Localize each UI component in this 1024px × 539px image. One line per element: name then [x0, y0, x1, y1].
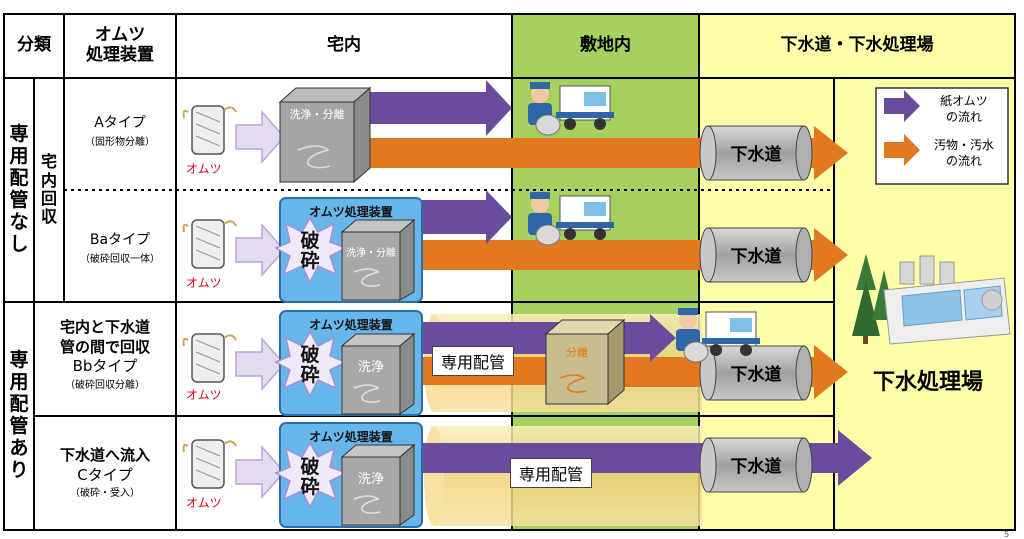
type-bb-label: 宅内と下水道 管の間で回収 Bbタイプ （破砕回収分離） — [34, 318, 176, 391]
wash-unit-c-label: 洗浄 — [357, 472, 384, 487]
sewer-label-ba: 下水道 — [730, 247, 782, 267]
type-c-name: Cタイプ — [77, 465, 133, 484]
entry-arrow-ba — [235, 223, 285, 277]
wash-unit-c — [340, 443, 416, 526]
legend-box — [875, 87, 1009, 185]
entry-arrows — [235, 110, 285, 499]
type-c-title: 下水道へ流入 — [59, 446, 150, 464]
omutsu-label-bb: オムツ — [186, 388, 222, 402]
paper-arrow-ba — [420, 190, 512, 244]
type-ba-name: Baタイプ — [89, 232, 151, 248]
sewer-pipe-ba — [699, 227, 813, 283]
wash-unit-bb — [340, 332, 416, 415]
separator-unit-label: 分離 — [566, 346, 588, 359]
crusher-bursts — [274, 216, 348, 509]
wash-unit-a — [278, 86, 372, 184]
paper-arrow-a — [370, 80, 512, 136]
type-a-sub: （固形物分離） — [85, 136, 155, 148]
omutsu-label-c: オムツ — [186, 496, 222, 510]
header-device: オムツ 処理装置 — [86, 25, 154, 65]
entry-arrow-c — [235, 445, 285, 499]
header-site: 敷地内 — [580, 35, 631, 56]
wash-unit-bb-label: 洗浄 — [357, 360, 384, 375]
type-bb-sub: （破砕回収分離） — [65, 379, 145, 391]
sewer-pipe-a — [699, 125, 813, 181]
type-c-sub: （破砕・受入） — [70, 488, 140, 500]
diaper-icon-bb — [182, 333, 237, 383]
type-c-label: 下水道へ流入 Cタイプ （破砕・受入） — [34, 446, 176, 499]
page-number: 5 — [1004, 530, 1010, 539]
type-bb-name: Bbタイプ — [72, 357, 138, 375]
sewer-label-c: 下水道 — [730, 457, 782, 477]
sewer-label-a: 下水道 — [730, 145, 782, 165]
dedicated-pipe-label-bb: 専用配管 — [432, 346, 515, 376]
sewer-pipes — [699, 125, 813, 493]
group-with-pipe: 専用配管あり — [9, 349, 29, 481]
legend-waste-label: 汚物・汚水 の流れ — [933, 138, 994, 168]
type-ba-sub: （破砕回収一体） — [80, 253, 160, 265]
machine-title-ba: オムツ処理装置 — [309, 205, 393, 219]
truck-icon-bb — [676, 308, 760, 363]
dedicated-pipe-label-c: 専用配管 — [510, 458, 593, 488]
wash-unit-ba — [340, 218, 416, 301]
legend-waste-arrow — [884, 134, 920, 166]
truck-icon-a — [528, 82, 614, 136]
wash-unit-a-label: 洗浄・分離 — [289, 108, 345, 121]
treatment-plant-label: 下水処理場 — [872, 370, 983, 395]
machine-title-bb: オムツ処理装置 — [309, 318, 393, 332]
crush-label-bb: 破 砕 — [300, 344, 320, 386]
diaper-icon-c — [182, 439, 237, 489]
omutsu-label-ba: オムツ — [186, 276, 222, 290]
group-no-pipe: 専用配管なし — [9, 123, 29, 255]
treatment-plant-illustration — [852, 254, 1011, 345]
omutsu-label-a: オムツ — [186, 162, 222, 176]
type-bb-title: 宅内と下水道 管の間で回収 — [59, 318, 150, 356]
wash-units — [278, 86, 626, 526]
legend-paper-arrow — [884, 90, 920, 122]
diaper-icons — [182, 105, 237, 489]
wash-unit-ba-label: 洗浄・分離 — [346, 248, 396, 259]
crusher-burst-bb — [274, 330, 348, 398]
legend-paper-label: 紙オムツ の流れ — [940, 94, 988, 124]
diaper-icon-a — [182, 105, 237, 155]
group-in-home: 宅内回収 — [40, 152, 57, 227]
crusher-burst-c — [274, 441, 348, 509]
type-ba-label: Baタイプ （破砕回収一体） — [64, 232, 176, 265]
diaper-icon-ba — [182, 219, 237, 269]
truck-icon-ba — [528, 192, 614, 246]
header-home: 宅内 — [327, 35, 361, 56]
separator-unit-bb — [544, 318, 626, 406]
header-category: 分類 — [17, 35, 51, 56]
header-sewer: 下水道・下水処理場 — [780, 35, 934, 56]
sewer-pipe-c — [699, 437, 813, 493]
machine-title-c: オムツ処理装置 — [309, 430, 393, 444]
type-a-label: Aタイプ （固形物分離） — [64, 115, 176, 148]
type-a-name: Aタイプ — [94, 115, 146, 131]
entry-arrow-a — [235, 110, 285, 164]
crush-label-ba: 破 砕 — [300, 230, 320, 272]
entry-arrow-bb — [235, 337, 285, 391]
crusher-burst-ba — [274, 216, 348, 284]
sewer-label-bb: 下水道 — [730, 365, 782, 385]
crush-label-c: 破 砕 — [300, 456, 320, 498]
